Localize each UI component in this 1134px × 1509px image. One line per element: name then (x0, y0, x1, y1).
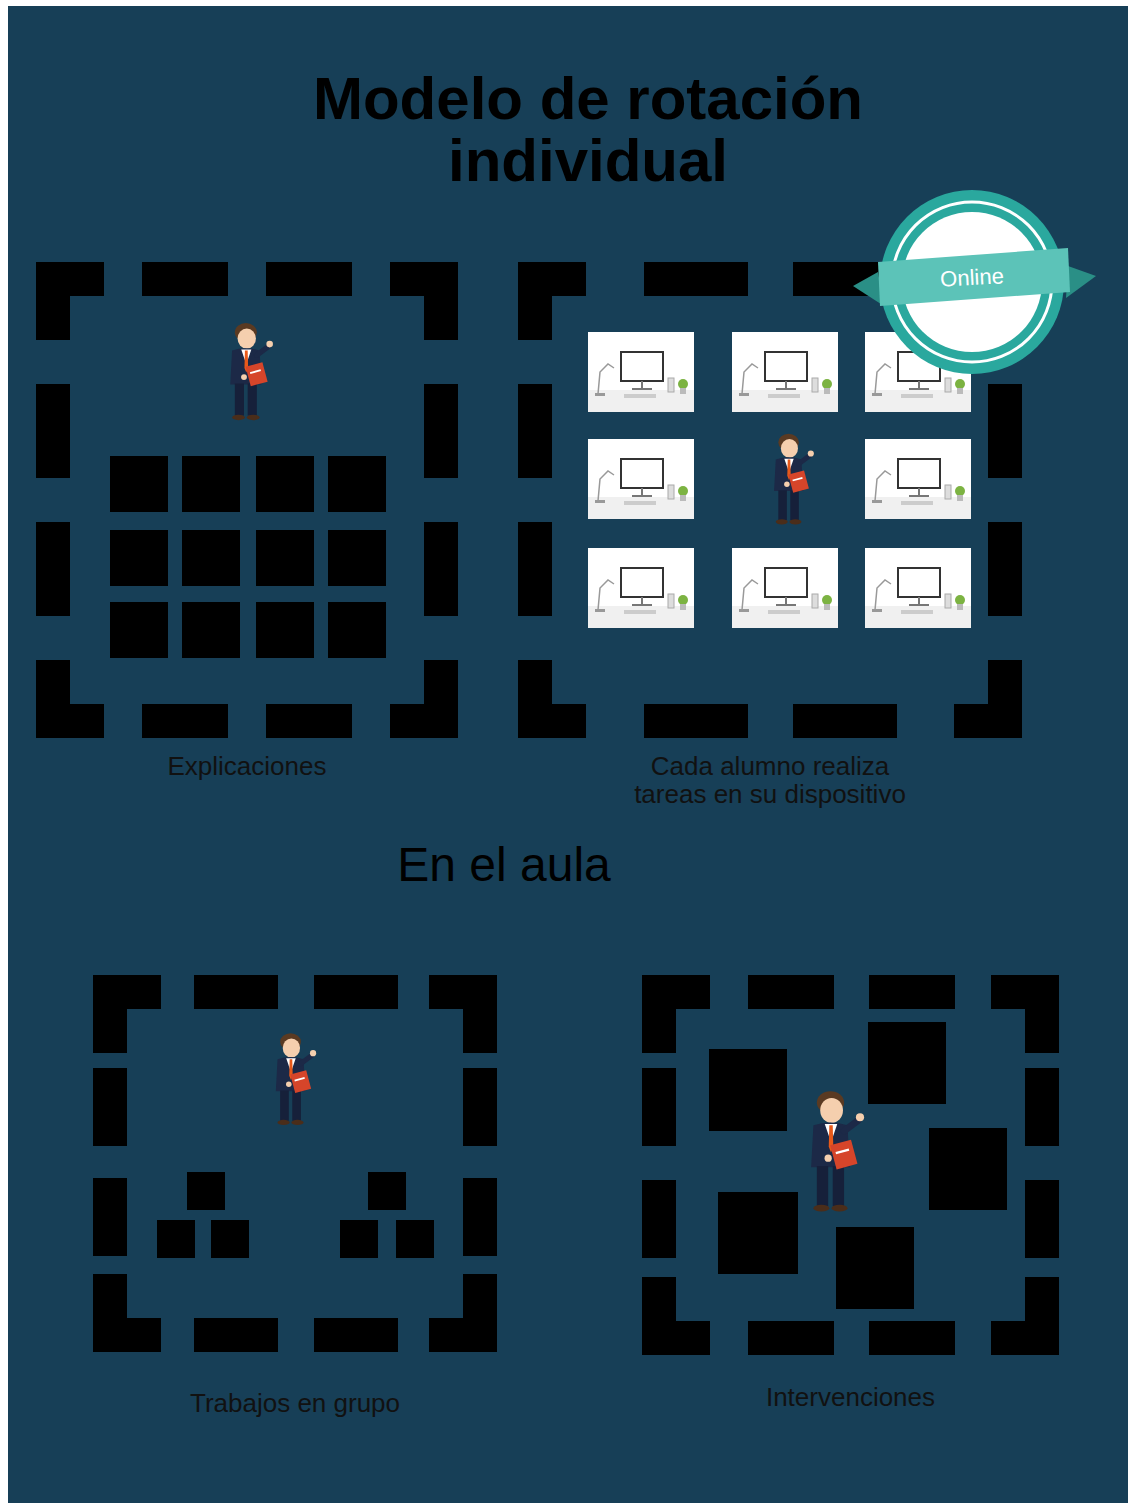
diagram-title: Modelo de rotación individual (238, 68, 938, 192)
section-label: En el aula (304, 838, 704, 892)
classroom-panel: Cada alumno realiza tareas en su disposi… (518, 262, 1022, 738)
online-badge: Online (891, 252, 1053, 304)
panel-caption: Cada alumno realiza tareas en su disposi… (620, 752, 920, 808)
badge-label: Online (891, 252, 1053, 304)
panel-caption: Trabajos en grupo (125, 1389, 465, 1417)
panel-caption: Intervenciones (681, 1383, 1021, 1411)
classroom-panel: Intervenciones (642, 975, 1059, 1355)
classroom-panel: Explicaciones (36, 262, 458, 738)
classroom-panel: Trabajos en grupo (93, 975, 497, 1352)
panel-caption: Explicaciones (67, 752, 427, 780)
